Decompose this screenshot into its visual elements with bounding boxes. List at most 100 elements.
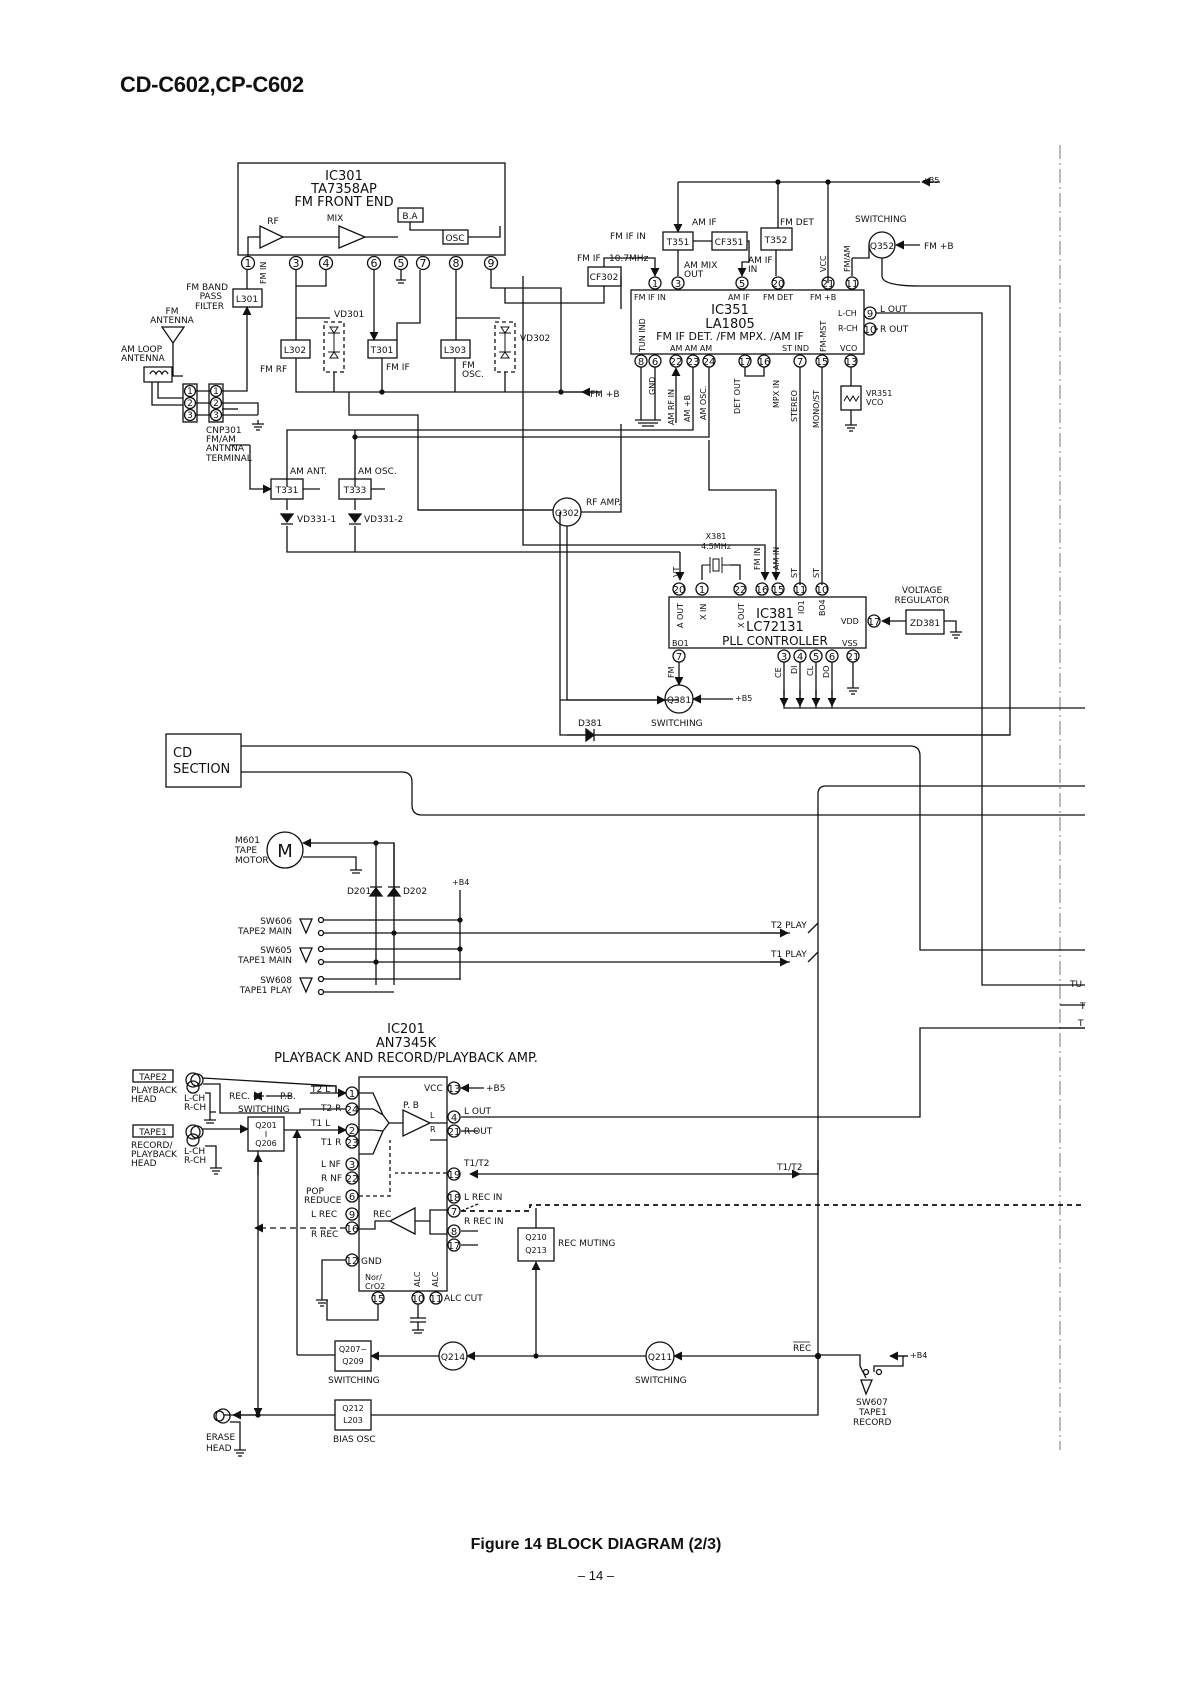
svg-text:FM-MST: FM-MST (819, 321, 828, 352)
svg-text:R OUT: R OUT (464, 1127, 493, 1137)
ic201-pins: 1 24 2 23 3 22 6 9 16 12 13 4 21 19 18 7… (345, 1081, 461, 1305)
svg-text:10: 10 (864, 325, 877, 336)
svg-text:4: 4 (451, 1113, 457, 1124)
svg-text:FM DET: FM DET (780, 218, 814, 228)
svg-text:IC201: IC201 (387, 1022, 425, 1037)
svg-text:X OUT: X OUT (737, 603, 746, 628)
ic301-rf-label: RF (267, 217, 278, 227)
svg-text:FM +B: FM +B (810, 293, 836, 302)
cnp301-pins: 1 2 3 1 2 3 (183, 384, 223, 422)
svg-text:16: 16 (346, 1224, 359, 1235)
svg-text:13: 13 (845, 357, 858, 368)
svg-text:VCC: VCC (819, 255, 828, 272)
svg-text:15: 15 (772, 585, 785, 596)
svg-text:CF302: CF302 (590, 273, 619, 283)
svg-text:3: 3 (213, 411, 219, 421)
svg-text:R-CH: R-CH (184, 1103, 206, 1113)
svg-text:SWITCHING: SWITCHING (651, 719, 703, 729)
svg-text:Q214: Q214 (441, 1353, 466, 1363)
svg-text:23: 23 (346, 1138, 359, 1149)
ic301-mix-label: MIX (327, 214, 344, 224)
svg-text:Q213: Q213 (525, 1246, 547, 1255)
svg-text:T352: T352 (764, 236, 788, 246)
svg-text:M601: M601 (235, 836, 260, 846)
tape1-label-box (132, 1124, 174, 1138)
svg-text:RECORD: RECORD (853, 1418, 892, 1428)
svg-text:PLAYBACK AND RECORD/PLAYBACK A: PLAYBACK AND RECORD/PLAYBACK AMP. (274, 1051, 538, 1066)
svg-text:IC351: IC351 (711, 303, 749, 318)
svg-text:4: 4 (797, 652, 803, 663)
ba-label: B.A (402, 212, 418, 222)
svg-text:3: 3 (781, 652, 787, 663)
svg-text:FM: FM (166, 307, 179, 317)
svg-text:FM: FM (462, 361, 475, 371)
svg-text:AM IF: AM IF (728, 293, 750, 302)
svg-text:FM BAND: FM BAND (186, 283, 228, 293)
svg-text:11: 11 (794, 585, 807, 596)
cd-section: CD SECTION (165, 733, 1085, 1355)
svg-text:FM +B: FM +B (590, 390, 620, 400)
svg-text:5: 5 (813, 652, 819, 663)
svg-text:R: R (430, 1125, 436, 1134)
svg-text:AM RF IN: AM RF IN (667, 389, 676, 425)
svg-text:VD301: VD301 (334, 310, 364, 320)
svg-text:TAPE1: TAPE1 (858, 1408, 887, 1418)
ic301-part: TA7358AP (310, 182, 377, 197)
svg-text:SW605: SW605 (260, 946, 292, 956)
ic351-block (630, 289, 865, 355)
svg-text:21: 21 (822, 279, 835, 290)
svg-text:Q210: Q210 (525, 1233, 547, 1242)
svg-text:ALC: ALC (413, 1271, 422, 1287)
svg-text:AM OSC.: AM OSC. (358, 467, 397, 477)
svg-text:VDD: VDD (841, 617, 859, 626)
svg-text:R REC: R REC (311, 1230, 338, 1240)
fm-front-end-parts: L301 L302 T301 L303 FM BAND PASS FILTER … (121, 270, 620, 511)
figure-caption: Figure 14 BLOCK DIAGRAM (2/3) (470, 1536, 722, 1553)
svg-text:7: 7 (420, 257, 427, 270)
svg-text:R REC IN: R REC IN (464, 1217, 504, 1227)
svg-text:SWITCHING: SWITCHING (855, 215, 907, 225)
svg-text:POP: POP (306, 1187, 325, 1197)
zd381-box (905, 609, 945, 635)
svg-text:Q209: Q209 (342, 1357, 364, 1366)
svg-text:D201: D201 (347, 887, 371, 897)
svg-text:VCO: VCO (866, 398, 883, 407)
svg-text:VD302: VD302 (520, 334, 550, 344)
svg-text:AM IN: AM IN (772, 547, 781, 570)
svg-text:16: 16 (756, 585, 769, 596)
svg-text:6: 6 (349, 1192, 355, 1203)
svg-text:REGULATOR: REGULATOR (894, 596, 949, 606)
ic301-function: FM FRONT END (294, 195, 393, 210)
svg-text:DO: DO (822, 666, 831, 678)
svg-text:CNP301: CNP301 (206, 426, 242, 436)
svg-text:ERASE: ERASE (206, 1433, 235, 1443)
svg-text:18: 18 (448, 1193, 461, 1204)
svg-text:VSS: VSS (842, 639, 858, 648)
svg-text:MONO/ST: MONO/ST (812, 390, 821, 428)
svg-text:T351: T351 (666, 238, 690, 248)
svg-text:MOTOR: MOTOR (235, 856, 269, 866)
svg-text:VT: VT (672, 567, 681, 577)
osc-label: OSC (445, 234, 464, 244)
svg-text:8: 8 (451, 1227, 457, 1238)
svg-text:17: 17 (868, 617, 881, 628)
svg-text:15: 15 (816, 357, 829, 368)
svg-text:FM/AM: FM/AM (843, 245, 852, 272)
svg-text:+B5: +B5 (486, 1084, 505, 1094)
svg-text:9: 9 (867, 309, 873, 320)
svg-text:+B5: +B5 (735, 694, 752, 703)
svg-text:MPX IN: MPX IN (772, 380, 781, 408)
svg-text:Nor/: Nor/ (365, 1273, 382, 1282)
svg-text:AM LOOP: AM LOOP (121, 345, 163, 355)
svg-text:L NF: L NF (321, 1160, 341, 1170)
svg-text:L-CH: L-CH (184, 1094, 205, 1104)
mix-symbol (338, 225, 367, 249)
svg-text:RF AMP.: RF AMP. (586, 498, 621, 508)
svg-text:VD331-1: VD331-1 (297, 515, 336, 525)
svg-text:REC MUTING: REC MUTING (558, 1239, 615, 1249)
ic381-block: IC381 LC72131 PLL CONTROLLER X381 4.5MHz… (560, 532, 1085, 743)
svg-text:2: 2 (187, 399, 193, 409)
svg-text:ANTNNA: ANTNNA (206, 444, 245, 454)
svg-text:T331: T331 (275, 486, 299, 496)
